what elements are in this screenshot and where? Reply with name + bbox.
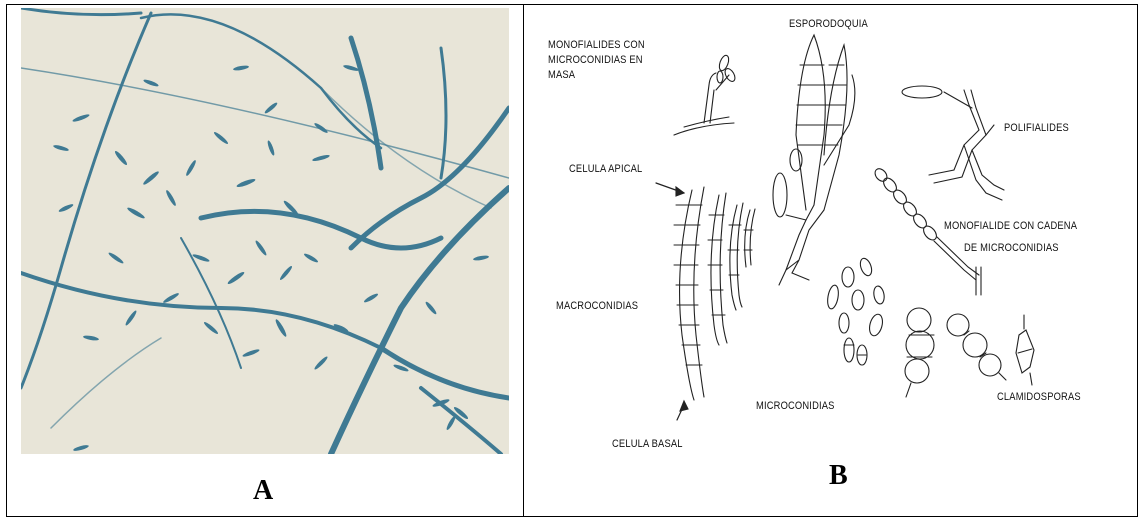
- clamidosporas-drawing: [905, 308, 1034, 397]
- label-macroconidias: MACROCONIDIAS: [556, 299, 638, 314]
- panel-label-b: B: [829, 460, 848, 492]
- label-polifialides: POLIFIALIDES: [1004, 121, 1069, 136]
- label-microconidias: MICROCONIDIAS: [756, 399, 835, 414]
- label-monofialides-1: MONOFIALIDES CON: [548, 38, 645, 53]
- panel-label-a: A: [253, 475, 273, 507]
- label-monofialide-cadena-2: DE MICROCONIDIAS: [964, 241, 1059, 256]
- polifialides-drawing: [902, 86, 1004, 200]
- panel-b: MONOFIALIDES CON MICROCONIDIAS EN MASA E…: [524, 5, 1137, 516]
- label-esporodoquia: ESPORODOQUIA: [789, 17, 868, 32]
- micrograph-photo: [21, 8, 509, 454]
- label-celula-basal: CELULA BASAL: [612, 437, 683, 452]
- label-monofialide-cadena-1: MONOFIALIDE CON CADENA: [944, 219, 1077, 234]
- label-monofialides-2: MICROCONIDIAS EN: [548, 53, 643, 68]
- label-clamidosporas: CLAMIDOSPORAS: [997, 390, 1081, 405]
- microconidias-drawing: [826, 257, 885, 365]
- esporodoquia-drawing: [773, 35, 855, 285]
- label-celula-apical: CELULA APICAL: [569, 162, 642, 177]
- micrograph-illustration: [21, 8, 509, 454]
- monofialides-drawing: [674, 54, 737, 135]
- macroconidias-drawing: [674, 187, 755, 400]
- label-monofialides-3: MASA: [548, 68, 575, 83]
- figure-table: A: [6, 4, 1138, 517]
- panel-a: A: [7, 5, 523, 516]
